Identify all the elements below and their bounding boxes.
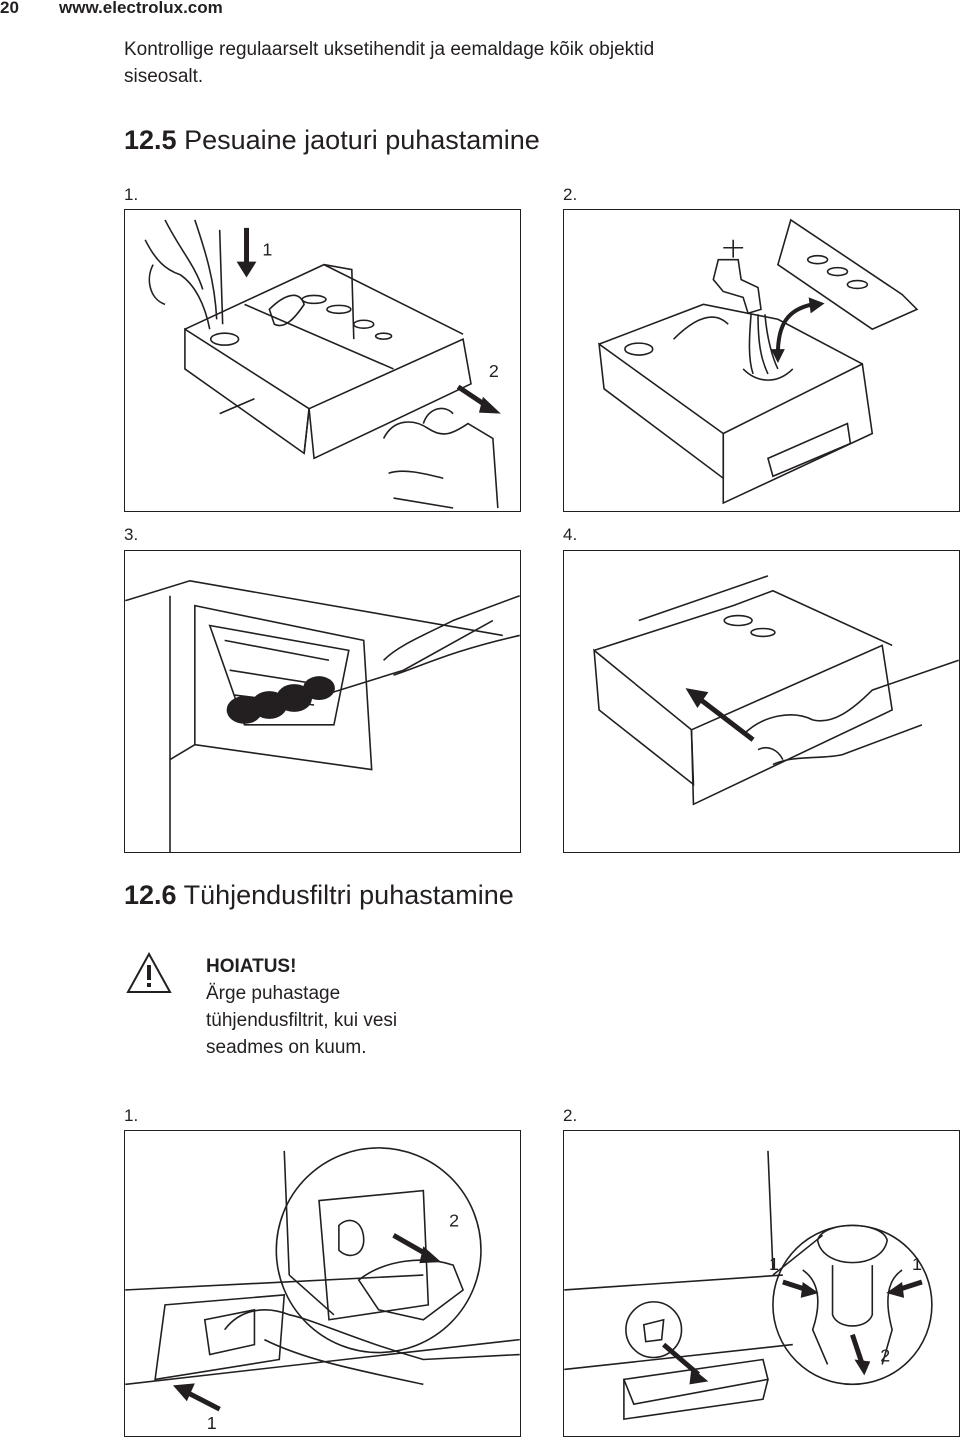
warning-line-3: seadmes on kuum. [206, 1037, 367, 1058]
step-label-1: 1. [124, 185, 139, 204]
section-title: Tühjendusfiltri puhastamine [183, 880, 514, 910]
section-heading-12-6: 12.6 Tühjendusfiltri puhastamine [124, 880, 514, 910]
filter-door-open-illustration: 1 2 [125, 1147, 520, 1433]
section-number: 12.5 [124, 125, 177, 155]
filter-callout-1-right: 1 [912, 1254, 922, 1274]
step-label-4: 4. [563, 525, 578, 544]
illustration-panel-4 [563, 550, 960, 853]
callout-1: 1 [262, 240, 272, 260]
illustration-panel-3 [124, 550, 521, 853]
illustration-panel-2 [563, 209, 960, 512]
step-label-2: 2. [563, 185, 578, 204]
step-label-3: 3. [124, 525, 139, 544]
callout-2: 2 [489, 361, 499, 381]
section-heading-12-5: 12.5 Pesuaine jaoturi puhastamine [124, 125, 540, 155]
section-title: Pesuaine jaoturi puhastamine [184, 125, 540, 155]
warning-block: HOIATUS! Ärge puhastage tühjendusfiltrit… [206, 953, 397, 1061]
filter-step-label-2: 2. [563, 1106, 578, 1125]
website-url[interactable]: www.electrolux.com [59, 0, 223, 17]
warning-line-2: tühjendusfiltrit, kui vesi [206, 1010, 398, 1031]
filter-callout-2: 2 [449, 1210, 459, 1230]
filter-remove-illustration: 1 1 2 [564, 1150, 933, 1421]
illustration-panel-1: 1 2 [124, 209, 521, 512]
recess-brush-illustration [125, 579, 520, 852]
section-number: 12.6 [124, 880, 177, 910]
warning-icon [126, 952, 172, 993]
filter-step-label-1: 1. [124, 1106, 139, 1125]
dispenser-insert-illustration [593, 575, 959, 806]
filter-callout-1: 1 [207, 1413, 217, 1433]
dispenser-pull-illustration: 1 2 [144, 219, 501, 509]
filter-illustration-panel-2: 1 1 2 [563, 1130, 960, 1437]
filter-callout-1-left: 1 [769, 1254, 779, 1274]
warning-line-1: Ärge puhastage [206, 983, 341, 1004]
intro-paragraph: Kontrollige regulaarselt uksetihendit ja… [124, 39, 655, 87]
filter-callout-2: 2 [880, 1345, 890, 1365]
filter-illustration-panel-1: 1 2 [124, 1130, 521, 1437]
warning-title: HOIATUS! [206, 956, 297, 977]
dispenser-rinse-illustration [598, 218, 919, 505]
page-number: 20 [0, 0, 19, 17]
